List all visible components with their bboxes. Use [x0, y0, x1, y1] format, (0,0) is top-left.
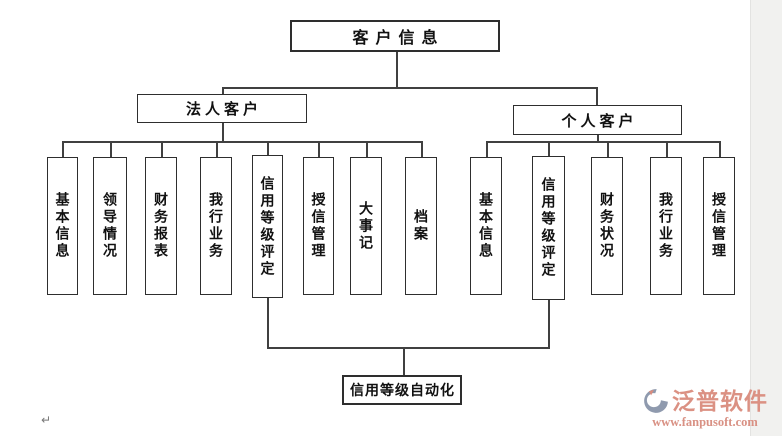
connector-legal-down — [222, 123, 224, 141]
connector-stub-l7 — [366, 141, 368, 157]
connector-bottom-down — [403, 347, 405, 375]
node-legal-credit-rating: 信用等级评定 — [252, 155, 283, 298]
connector-stub-r4 — [666, 141, 668, 157]
connector-stub-l5 — [267, 141, 269, 157]
watermark-url-text: www.fanpusoft.com — [652, 415, 758, 429]
connector-stub-legal — [222, 87, 224, 95]
connector-root-down — [396, 52, 398, 87]
node-personal-credit-management: 授信管理 — [703, 157, 735, 295]
connector-stub-r5 — [719, 141, 721, 157]
node-legal-archives: 档案 — [405, 157, 437, 295]
node-legal-major-events: 大事记 — [350, 157, 382, 295]
node-legal-financial-statements: 财务报表 — [145, 157, 177, 295]
watermark-brand-text: 泛普软件 — [672, 387, 768, 414]
node-legal-our-bank-business: 我行业务 — [200, 157, 232, 295]
connector-bottom-horizontal — [267, 347, 550, 349]
connector-stub-l2 — [110, 141, 112, 157]
connector-personal-horizontal — [486, 141, 720, 143]
node-personal-credit-rating: 信用等级评定 — [532, 156, 565, 300]
connector-personal-down — [597, 135, 599, 142]
connector-credit-right-down — [548, 300, 550, 348]
watermark: 泛普软件 www.fanpusoft.com — [628, 387, 782, 429]
node-personal-customer: 个人客户 — [513, 105, 682, 135]
connector-stub-personal — [596, 87, 598, 105]
line-break-mark: ↵ — [41, 413, 52, 427]
connector-stub-l1 — [62, 141, 64, 157]
fanpu-swirl-logo-icon — [642, 387, 670, 415]
node-legal-credit-management: 授信管理 — [303, 157, 334, 295]
connector-legal-horizontal — [62, 141, 422, 143]
connector-stub-l8 — [421, 141, 423, 157]
node-personal-basic-info: 基本信息 — [470, 157, 502, 295]
node-customer-info: 客户信息 — [290, 20, 500, 52]
connector-credit-left-down — [267, 298, 269, 348]
node-personal-our-bank-business: 我行业务 — [650, 157, 682, 295]
connector-stub-r1 — [486, 141, 488, 157]
page-right-strip — [750, 0, 782, 436]
connector-level2-horizontal — [222, 87, 598, 89]
connector-stub-l6 — [318, 141, 320, 157]
node-legal-leadership: 领导情况 — [93, 157, 127, 295]
node-legal-basic-info: 基本信息 — [47, 157, 78, 295]
node-credit-rating-automation: 信用等级自动化 — [342, 375, 462, 405]
node-personal-financial-status: 财务状况 — [591, 157, 623, 295]
connector-stub-l3 — [161, 141, 163, 157]
node-corporate-customer: 法人客户 — [137, 94, 307, 123]
connector-stub-l4 — [216, 141, 218, 157]
connector-stub-r2 — [548, 141, 550, 157]
connector-stub-r3 — [607, 141, 609, 157]
